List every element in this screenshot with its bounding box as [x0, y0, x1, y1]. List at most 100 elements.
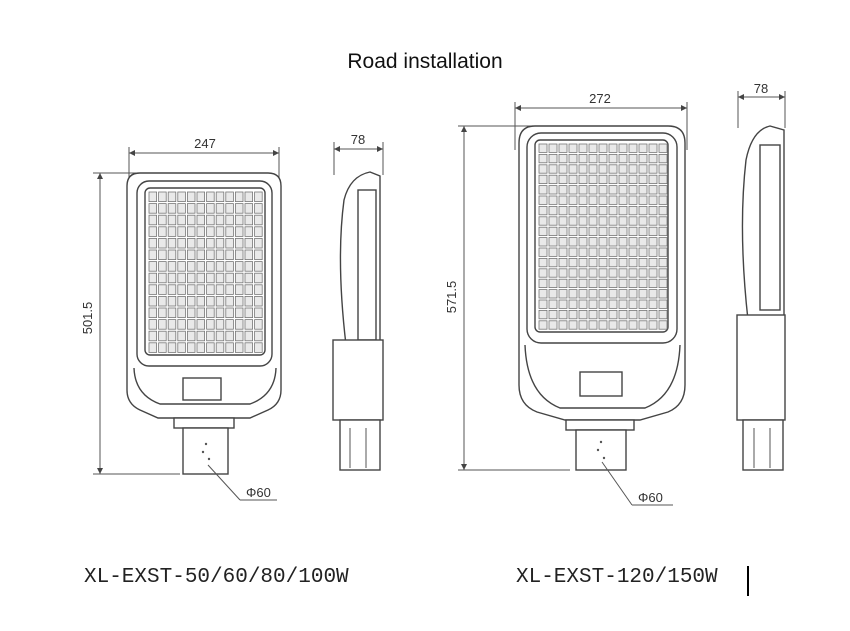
led-cell [588, 309, 598, 320]
led-cell [638, 174, 648, 184]
led-cell [638, 195, 648, 205]
led-cell [638, 309, 648, 320]
led-cell [648, 174, 658, 184]
led-cell [568, 257, 578, 268]
led-cell [167, 330, 177, 342]
led-cell [225, 237, 234, 249]
right-side-width-label: 78 [754, 81, 768, 96]
led-cell [608, 257, 618, 268]
led-cell [598, 237, 608, 247]
led-cell [206, 330, 215, 342]
led-cell [578, 268, 588, 278]
led-cell [568, 205, 578, 216]
led-cell [148, 284, 157, 295]
led-cell [215, 261, 225, 272]
led-cell [568, 299, 578, 309]
right-pole-diameter: Φ60 [638, 490, 663, 505]
led-cell [558, 153, 568, 164]
led-cell [167, 342, 177, 353]
led-cell [608, 216, 618, 226]
led-cell [234, 272, 244, 284]
led-cell [244, 319, 253, 330]
led-cell [568, 247, 578, 257]
led-cell [234, 214, 244, 226]
led-cell [254, 191, 263, 203]
led-cell [167, 284, 177, 295]
led-cell [158, 342, 167, 353]
led-cell [158, 214, 167, 226]
led-cell [206, 319, 215, 330]
left-height-label: 501.5 [80, 302, 95, 335]
led-cell [148, 342, 157, 353]
led-cell [658, 185, 668, 195]
led-cell [658, 164, 668, 174]
led-cell [618, 153, 628, 164]
led-cell [648, 205, 658, 216]
led-cell [558, 216, 568, 226]
led-cell [558, 278, 568, 289]
left-pole-diameter: Φ60 [246, 485, 271, 500]
led-cell [618, 309, 628, 320]
led-cell [558, 309, 568, 320]
led-cell [215, 284, 225, 295]
led-cell [158, 261, 167, 272]
led-cell [638, 247, 648, 257]
led-cell [568, 320, 578, 330]
led-cell [628, 153, 638, 164]
led-cell [548, 216, 558, 226]
led-cell [628, 164, 638, 174]
led-cell [167, 319, 177, 330]
led-cell [148, 191, 157, 203]
led-cell [588, 174, 598, 184]
led-cell [158, 249, 167, 261]
led-cell [638, 289, 648, 299]
led-cell [196, 261, 205, 272]
led-cell [648, 247, 658, 257]
led-cell [608, 185, 618, 195]
led-cell [598, 185, 608, 195]
led-cell [196, 226, 205, 237]
led-cell [158, 272, 167, 284]
led-cell [658, 237, 668, 247]
led-cell [206, 226, 215, 237]
led-cell [148, 214, 157, 226]
led-cell [618, 289, 628, 299]
led-cell [648, 226, 658, 236]
led-cell [244, 191, 253, 203]
led-cell [225, 307, 234, 319]
led-cell [558, 289, 568, 299]
led-cell [608, 320, 618, 330]
led-cell [158, 237, 167, 249]
left-front-view: 247 501.5 Φ60 [80, 136, 282, 501]
led-cell [206, 203, 215, 214]
led-cell [638, 320, 648, 330]
led-cell [206, 191, 215, 203]
led-cell [578, 143, 588, 153]
led-cell [186, 284, 196, 295]
led-cell [568, 309, 578, 320]
led-cell [638, 216, 648, 226]
led-cell [548, 185, 558, 195]
led-cell [234, 203, 244, 214]
led-cell [254, 307, 263, 319]
led-cell [628, 299, 638, 309]
led-cell [548, 268, 558, 278]
led-cell [578, 164, 588, 174]
led-cell [234, 249, 244, 261]
led-cell [648, 216, 658, 226]
led-cell [148, 249, 157, 261]
led-cell [244, 295, 253, 307]
led-cell [234, 237, 244, 249]
led-cell [578, 216, 588, 226]
led-cell [538, 278, 548, 289]
led-cell [578, 247, 588, 257]
led-cell [628, 237, 638, 247]
led-cell [225, 330, 234, 342]
led-cell [598, 289, 608, 299]
led-cell [234, 226, 244, 237]
led-cell [254, 214, 263, 226]
led-cell [196, 203, 205, 214]
led-cell [618, 174, 628, 184]
led-cell [158, 226, 167, 237]
